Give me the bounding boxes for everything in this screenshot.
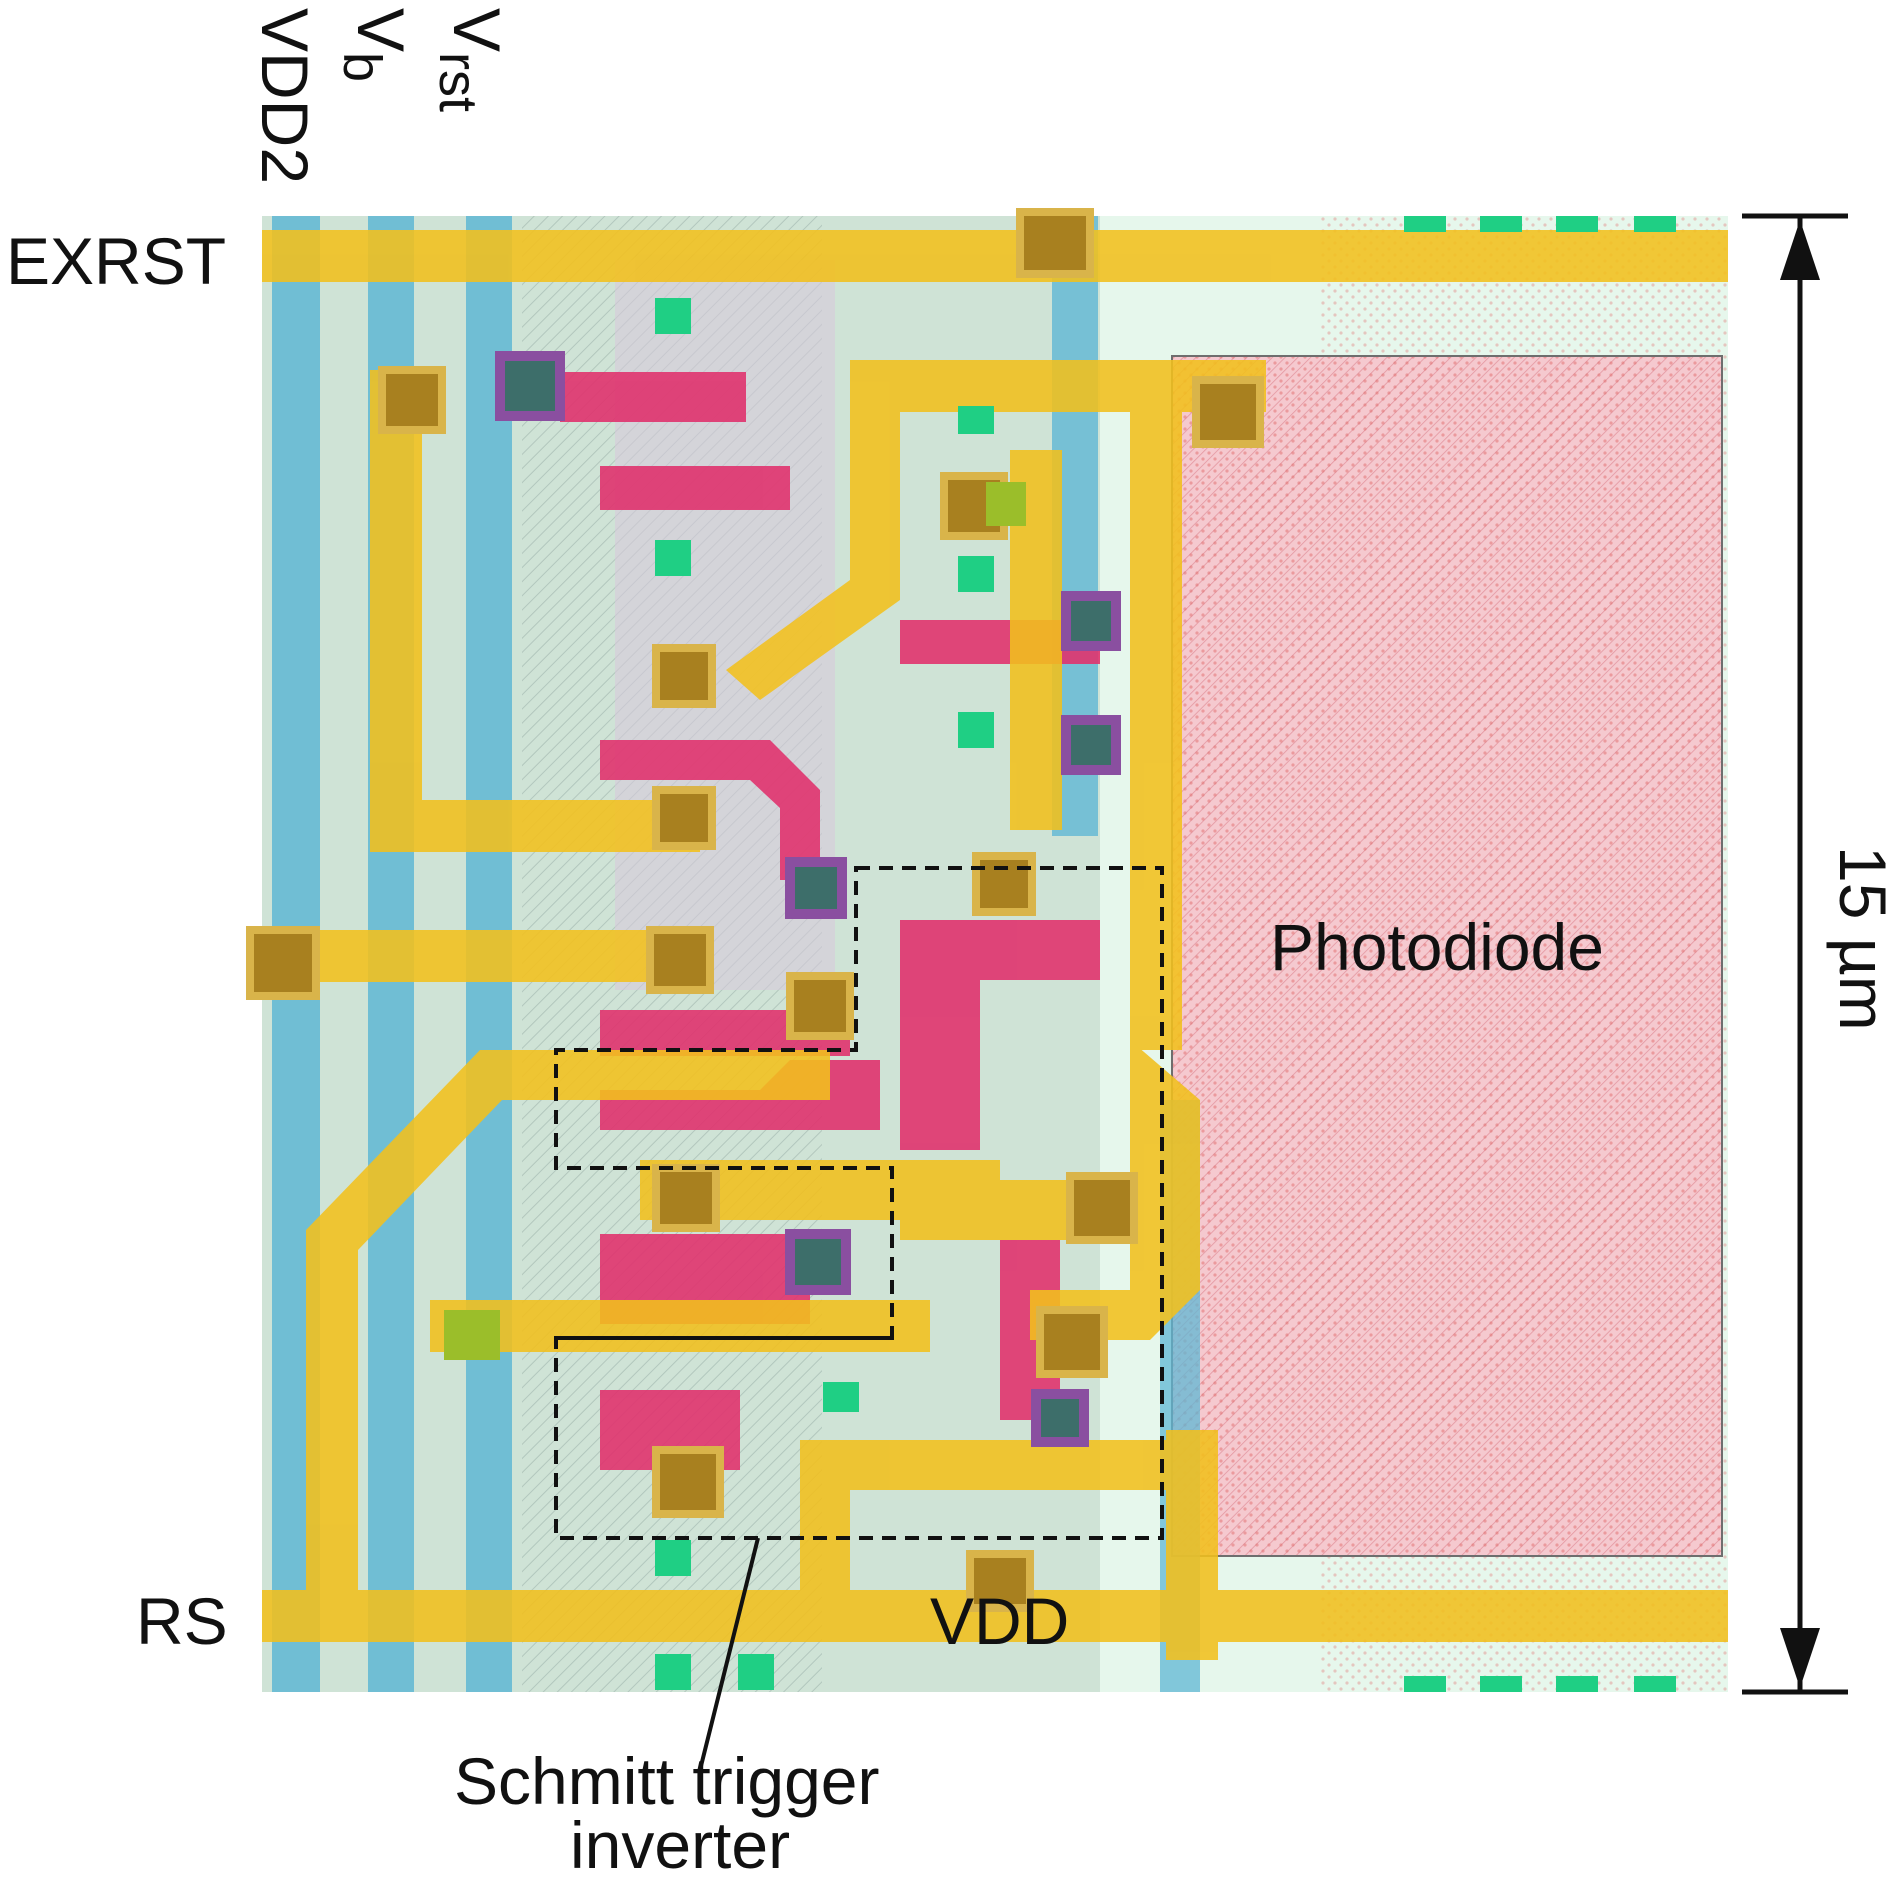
- scale-arrow-icon: [1742, 213, 1848, 1695]
- photodiode-label: Photodiode: [1270, 910, 1604, 984]
- schmitt-label-line2: inverter: [570, 1808, 791, 1882]
- schmitt-leader-line: [698, 1537, 760, 1771]
- vb-label: Vb: [332, 8, 418, 82]
- vrst-sub: rst: [428, 52, 488, 113]
- contact-icon: [652, 786, 716, 850]
- contact-icon: [972, 852, 1036, 916]
- via-icon: [495, 351, 565, 421]
- rs-label: RS: [136, 1584, 228, 1658]
- contact-icon: [966, 1550, 1034, 1612]
- vrst-main: V: [440, 8, 514, 53]
- contact-icon: [786, 972, 854, 1040]
- vb-sub: b: [332, 52, 392, 83]
- vrst-label: Vrst: [428, 8, 514, 112]
- scale-label: 15 µm: [1826, 846, 1900, 1031]
- metal1-routing: [262, 230, 1728, 1660]
- contact-icon: [1192, 376, 1264, 448]
- contact-icon: [652, 644, 716, 708]
- contact-icon: [246, 926, 320, 1000]
- via-icon: [785, 1229, 851, 1295]
- diffusion-contacts: [444, 216, 1676, 1692]
- vb-main: V: [344, 8, 418, 53]
- contact-icon: [646, 926, 714, 994]
- vdd2-label: VDD2: [248, 8, 322, 185]
- contact-icon: [652, 1446, 724, 1518]
- contact-icon: [652, 1164, 720, 1232]
- exrst-label: EXRST: [6, 224, 227, 298]
- photodiode-region: [1171, 355, 1723, 1557]
- via-icon: [1031, 1389, 1089, 1447]
- via-icon: [1061, 715, 1121, 775]
- via-icon: [1061, 591, 1121, 651]
- contact-icon: [378, 366, 446, 434]
- vdd-label: VDD: [930, 1584, 1070, 1658]
- contact-icon: [1016, 208, 1094, 278]
- via-icon: [785, 857, 847, 919]
- contact-icon: [1036, 1306, 1108, 1378]
- contact-icon: [1066, 1172, 1138, 1244]
- schmitt-label-line1: Schmitt trigger: [454, 1744, 880, 1818]
- schmitt-trigger-outline: [554, 866, 1164, 1540]
- vias: [495, 351, 1121, 1447]
